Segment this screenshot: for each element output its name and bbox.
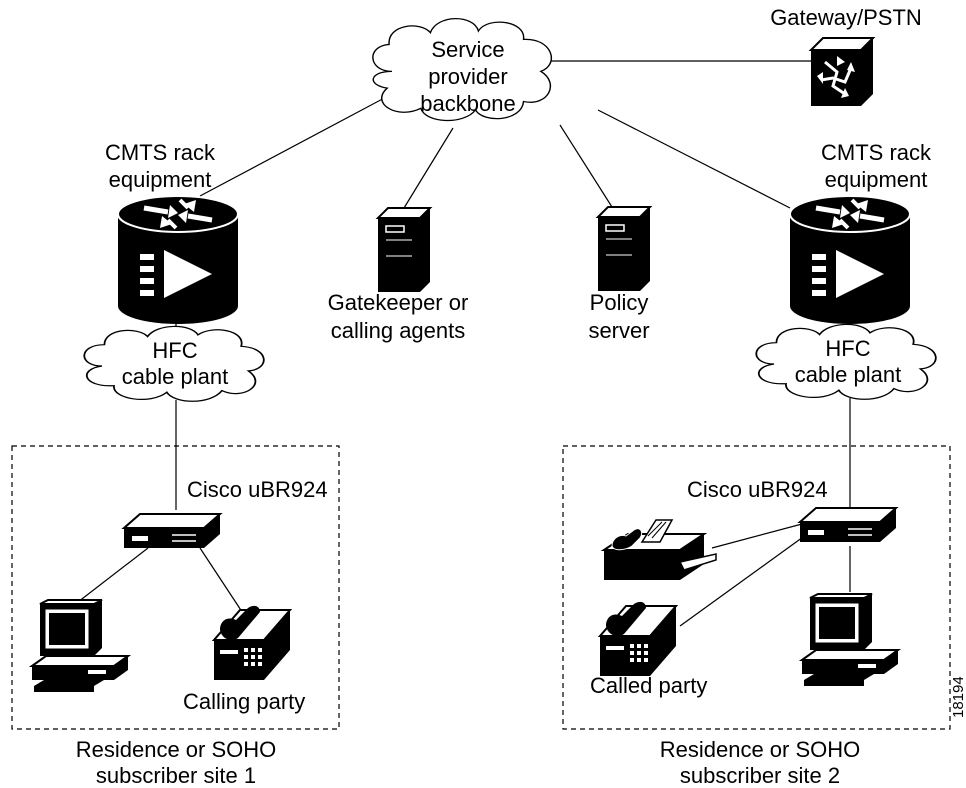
site1-phone-label: Calling party [183,689,305,714]
hfc-left-label-2: cable plant [122,364,228,389]
backbone-label-3: backbone [420,91,515,116]
cmts-right-router-icon [790,196,910,324]
link-backbone-gatekeeper [403,127,454,209]
cmts-right-label-2: equipment [825,167,928,192]
policy-label-2: server [588,318,649,343]
gatekeeper-server-icon [377,207,431,293]
link-backbone-cmts-left [199,94,391,197]
backbone-label-1: Service [431,37,504,62]
hfc-left-label-1: HFC [152,338,197,363]
policy-label-1: Policy [590,290,649,315]
backbone-label-2: provider [428,64,507,89]
site2-fax-icon [603,519,717,581]
site2-computer-icon [801,593,899,687]
link-backbone-policy [559,124,613,208]
cmts-left-router-icon [118,196,238,324]
site1-telephone-icon [213,604,291,681]
cmts-left-label-2: equipment [109,167,212,192]
gatekeeper-label-1: Gatekeeper or [328,290,469,315]
site2-modem-label: Cisco uBR924 [687,477,828,502]
link-modem2-fax [711,523,803,549]
figure-number: 18194 [950,676,966,718]
hfc-right-label-2: cable plant [795,362,901,387]
link-modem2-phone [679,531,811,627]
gateway-label: Gateway/PSTN [770,5,922,30]
cmts-left-label-1: CMTS rack [105,140,216,165]
link-modem1-pc [77,547,149,603]
site2-telephone-icon [599,600,677,677]
link-backbone-cmts-right [597,109,791,209]
hfc-right-label-1: HFC [825,336,870,361]
site1-caption-1: Residence or SOHO [76,737,277,762]
site2-caption-1: Residence or SOHO [660,737,861,762]
gatekeeper-label-2: calling agents [331,318,466,343]
policy-server-icon [597,206,651,292]
site2-cable-modem-icon [799,507,897,543]
gateway-icon [809,36,875,108]
site1-modem-label: Cisco uBR924 [187,477,328,502]
site1-cable-modem-icon [123,513,221,549]
site1-boundary [11,445,340,730]
site2-caption-2: subscriber site 2 [680,763,840,788]
site1-caption-2: subscriber site 1 [96,763,256,788]
site2-boundary [562,445,951,730]
site1-computer-icon [31,599,129,693]
cmts-right-label-1: CMTS rack [821,140,932,165]
site2-phone-label: Called party [590,673,707,698]
